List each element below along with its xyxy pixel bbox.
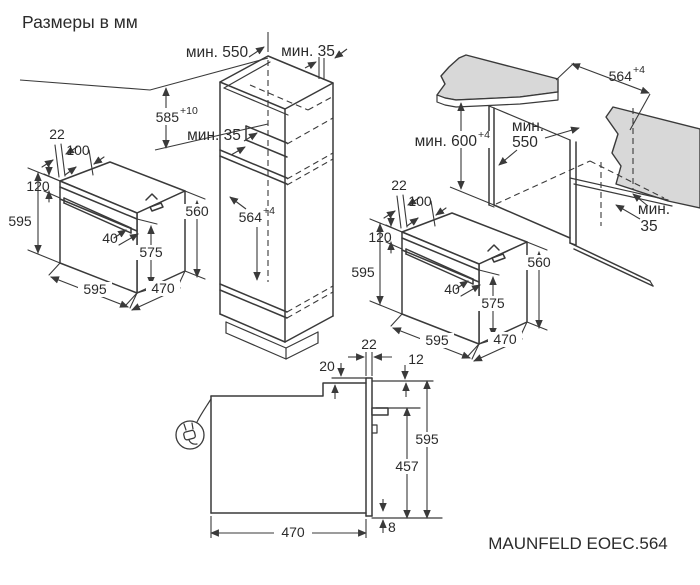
- dim-label-595-width: 595: [83, 281, 107, 297]
- worktop-left: [436, 54, 559, 101]
- base-cabinet-view: 564 +4 мин. 600 +4 мин. 550 мин. 35: [410, 54, 700, 287]
- dim-label-470-right: 470: [493, 331, 517, 347]
- cabinet-plinth: [225, 321, 319, 360]
- dim-label-560-right: 560: [527, 254, 551, 270]
- dim-label-min600: мин. 600: [415, 133, 478, 150]
- dim-label-min-word-35: мин.: [638, 201, 670, 218]
- power-plug-icon: [175, 420, 205, 450]
- oven-3d-view-right: 22 100 120 595 40 575 560 595 470: [351, 177, 556, 361]
- dim-label-22-right: 22: [391, 177, 407, 193]
- dim-label-560: 560: [185, 203, 209, 219]
- dim-label-40: 40: [102, 230, 118, 246]
- page-title: Размеры в мм: [22, 12, 138, 32]
- dim-label-457-side: 457: [395, 458, 419, 474]
- dim-label-470: 470: [151, 280, 175, 296]
- dim-label-12-side: 12: [408, 351, 424, 367]
- dim-label-470-side: 470: [281, 524, 305, 540]
- dim-label-595-height: 595: [8, 213, 32, 229]
- dim-label-120: 120: [26, 178, 50, 194]
- model-label: MAUNFELD EOEC.564: [488, 534, 668, 553]
- column-cabinet-view: мин. 550 мин. 35 585 +10 мин. 35 564 +4: [19, 32, 348, 360]
- dim-label-min35-top: мин. 35: [281, 43, 335, 60]
- dim-label-575-right: 575: [481, 295, 505, 311]
- dim-label-595-side: 595: [415, 431, 439, 447]
- dim-label-35-rear: 35: [640, 218, 657, 235]
- side-section-view: 22 20 12 595 457 8 470: [175, 336, 444, 540]
- dim-label-min600-tol: +4: [478, 129, 490, 141]
- worktop-right: [605, 106, 700, 209]
- dim-label-100-right: 100: [408, 193, 432, 209]
- dim-label-595-width-right: 595: [425, 332, 449, 348]
- dim-label-8-side: 8: [388, 519, 396, 535]
- dim-label-20-side: 20: [319, 358, 335, 374]
- dim-label-575: 575: [139, 244, 163, 260]
- dim-label-100: 100: [66, 142, 90, 158]
- dim-label-min550-column: мин. 550: [186, 44, 249, 61]
- dim-label-564-column-tol: +4: [263, 205, 275, 217]
- dim-label-40-right: 40: [444, 281, 460, 297]
- dim-label-564-niche-tol: +4: [633, 64, 645, 76]
- dim-label-550: 550: [512, 134, 538, 151]
- dim-label-22: 22: [49, 126, 65, 142]
- oven-3d-view-left: 22 100 120 595 40 575 560 595 470: [8, 126, 214, 310]
- dim-label-min-word-550: мин.: [512, 118, 544, 135]
- dim-label-564-niche: 564: [609, 68, 633, 84]
- power-cable: [196, 398, 212, 423]
- dim-label-595-height-right: 595: [351, 264, 375, 280]
- dim-label-564-column: 564: [239, 209, 263, 225]
- dim-label-22-side: 22: [361, 336, 377, 352]
- dim-label-min35-vent: мин. 35: [187, 127, 241, 144]
- dim-label-120-right: 120: [368, 229, 392, 245]
- dim-label-585-tol: +10: [180, 105, 198, 117]
- dim-label-585: 585: [156, 109, 180, 125]
